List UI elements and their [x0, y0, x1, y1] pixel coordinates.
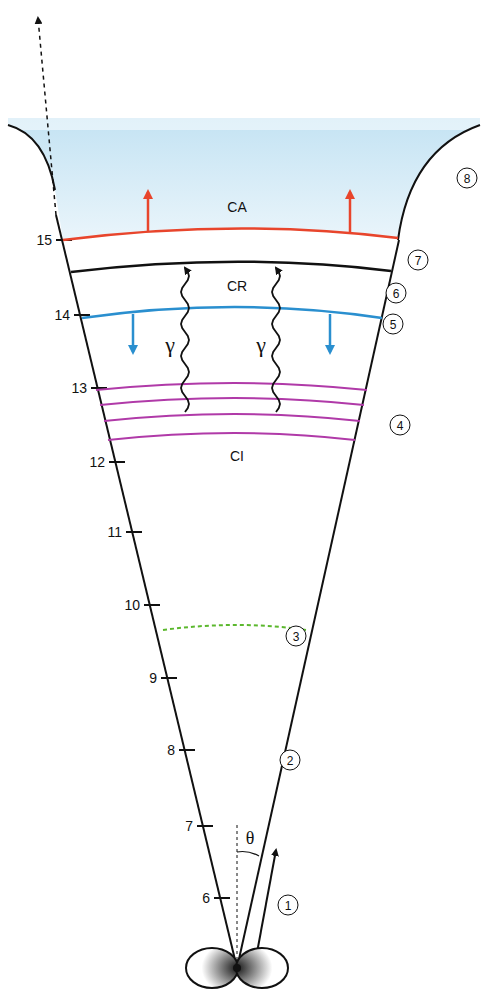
- callout-number: 3: [286, 626, 307, 647]
- distance-exponent: 15: [36, 233, 52, 247]
- distance-exponent: 13: [71, 381, 87, 395]
- distance-exponent: 7: [185, 819, 193, 833]
- gamma-label: γ: [256, 334, 266, 356]
- callout-number: 7: [408, 250, 429, 271]
- callout-number: 6: [386, 283, 407, 304]
- gamma-label: γ: [165, 334, 175, 356]
- shock-label: CA: [227, 200, 246, 214]
- angle-label: θ: [246, 829, 255, 847]
- callout-number: 8: [457, 168, 478, 189]
- distance-exponent: 6: [202, 891, 210, 905]
- distance-exponent: 12: [89, 455, 105, 469]
- shock-label: CR: [227, 279, 247, 293]
- distance-exponent: 11: [107, 525, 122, 539]
- distance-exponent: 8: [167, 743, 175, 757]
- callout-number: 4: [390, 415, 411, 436]
- callout-number: 1: [278, 895, 299, 916]
- distance-exponent: 10: [124, 598, 140, 612]
- distance-exponent: 14: [54, 308, 70, 322]
- callout-number: 2: [280, 750, 301, 771]
- distance-exponent: 9: [149, 671, 157, 685]
- callout-number: 5: [383, 314, 404, 335]
- shock-label: CI: [230, 449, 244, 463]
